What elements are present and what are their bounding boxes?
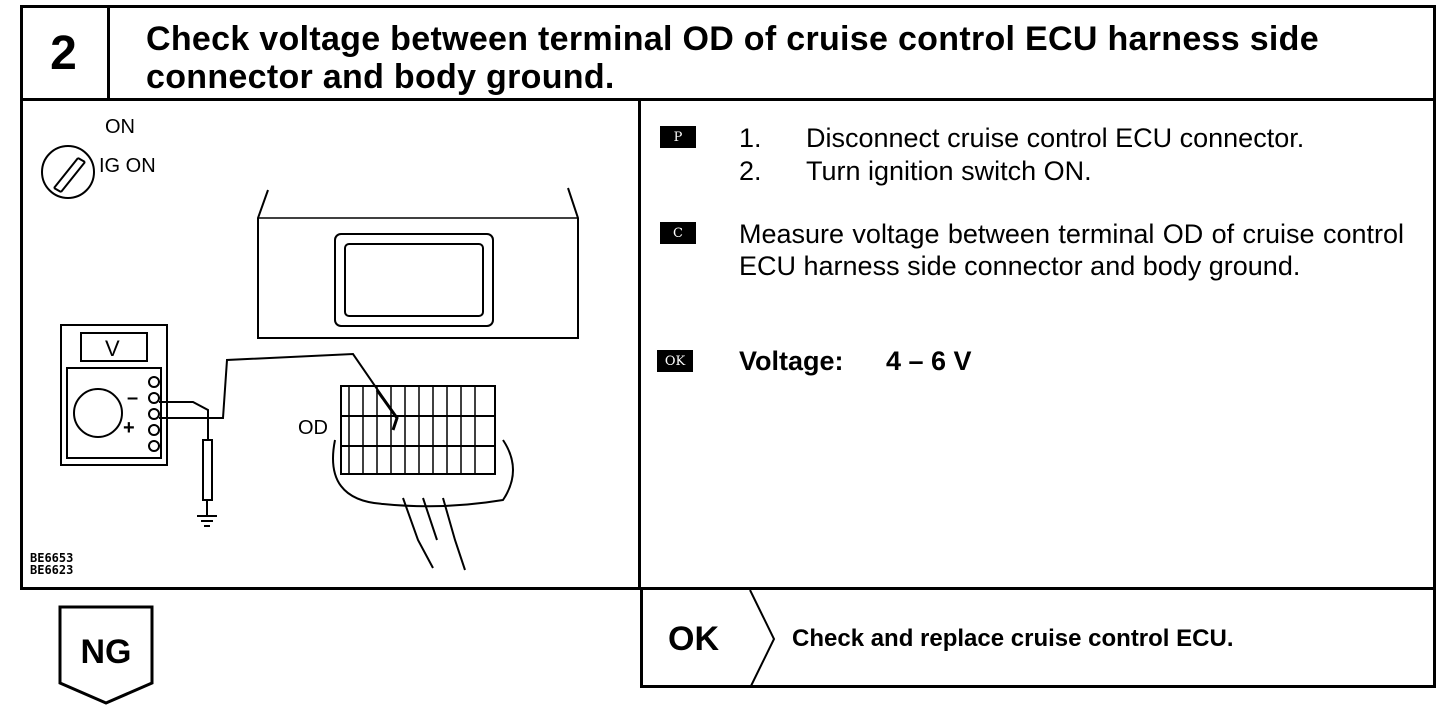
ng-arrow-icon: [58, 605, 154, 705]
ignition-switch-icon: [41, 145, 95, 199]
step-title: Check voltage between terminal OD of cru…: [146, 20, 1319, 96]
ng-result-label: NG: [80, 633, 132, 671]
od-terminal-label: OD: [298, 417, 328, 439]
procedure-step-number: 2.: [739, 156, 762, 186]
figure-code: BE6653: [30, 551, 74, 565]
step-number: 2: [50, 26, 77, 80]
procedure-step-number: 1.: [739, 123, 762, 153]
ground-probe: [202, 439, 213, 501]
figure-code: BE6623: [30, 563, 74, 577]
switch-ig-label: IG ON: [99, 155, 156, 177]
negative-lead: [159, 401, 209, 440]
voltmeter-display: [80, 332, 148, 362]
ok-result-label: OK: [668, 620, 719, 658]
chevron-right-icon: [749, 590, 776, 688]
wiring-diagram: ON IG ON V – + OD: [41, 116, 579, 571]
meter-minus-label: –: [127, 387, 138, 409]
meter-plus-label: +: [123, 417, 135, 439]
check-text: Measure voltage between terminal OD of c…: [739, 219, 1404, 281]
harness-connector: [340, 385, 496, 475]
column-divider: [638, 98, 641, 590]
check-badge-icon: C: [660, 222, 696, 244]
voltmeter-body: [60, 324, 168, 466]
voltage-spec-label: Voltage:: [739, 346, 844, 376]
ok-result-box: [640, 590, 1436, 688]
switch-on-label: ON: [105, 116, 135, 138]
procedure-badge-icon: P: [660, 126, 696, 148]
figure-codes: BE6653 BE6623: [30, 552, 73, 576]
ok-result-action: Check and replace cruise control ECU.: [792, 625, 1234, 652]
voltmeter-display-text: V: [105, 336, 120, 361]
procedure-step-text: Turn ignition switch ON.: [806, 156, 1092, 186]
ecu-connector: [334, 233, 494, 327]
ok-badge-icon: OK: [657, 350, 693, 372]
procedure-step-text: Disconnect cruise control ECU connector.: [806, 123, 1305, 153]
step-number-box: 2: [20, 5, 110, 101]
test-probe: [375, 389, 399, 431]
voltage-spec-value: 4 – 6 V: [886, 346, 972, 376]
content-frame: [20, 98, 1436, 590]
voltmeter-dial: [73, 388, 123, 438]
ecu-outline: [257, 187, 579, 339]
positive-lead: [159, 352, 398, 419]
step-header: [20, 5, 1436, 101]
